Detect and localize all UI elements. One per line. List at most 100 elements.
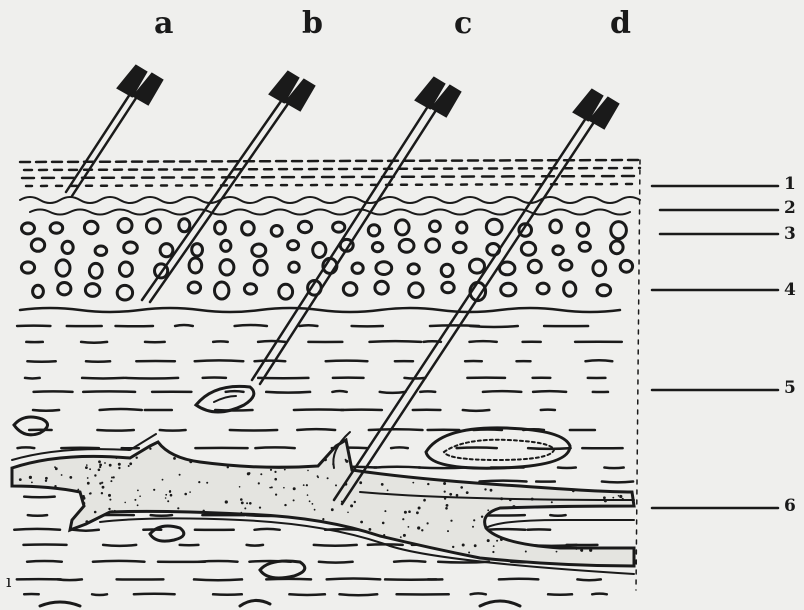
dermis-stroke xyxy=(327,578,381,579)
dermis-stroke xyxy=(548,594,572,595)
stipple-dot xyxy=(589,549,592,552)
stipple-dot xyxy=(82,495,85,498)
cell xyxy=(33,285,44,297)
stipple-dot xyxy=(293,487,296,490)
vessel-needle-c-tip xyxy=(196,386,254,412)
stipple-dot xyxy=(169,491,171,493)
dermis-stroke xyxy=(126,378,179,379)
stipple-dot xyxy=(179,474,181,476)
dermis-stroke xyxy=(319,562,353,563)
stipple-dot xyxy=(403,534,406,537)
dermis-stroke xyxy=(33,410,59,411)
stipple-dot xyxy=(89,468,91,470)
stipple-dot xyxy=(450,520,452,522)
stipple-dot xyxy=(404,511,407,514)
stipple-dot xyxy=(89,492,91,494)
stipple-dot xyxy=(551,501,553,503)
stipple-dot xyxy=(603,496,606,499)
layer-number-3: 3 xyxy=(784,224,796,244)
stipple-dot xyxy=(369,528,372,531)
dermis-stroke xyxy=(25,378,40,379)
cell xyxy=(501,283,516,296)
cell xyxy=(215,221,226,234)
cell xyxy=(95,246,107,255)
stipple-dot xyxy=(447,530,449,532)
needle-label-a: a xyxy=(154,6,173,41)
cell xyxy=(426,239,440,252)
stipple-dot xyxy=(173,457,176,460)
cell xyxy=(252,244,266,256)
stipple-dot xyxy=(258,482,260,484)
cell xyxy=(620,260,632,272)
stipple-dot xyxy=(136,457,138,459)
cell xyxy=(442,282,454,293)
stipple-dot xyxy=(45,480,47,482)
stipple-dot xyxy=(104,462,106,464)
stipple-dot xyxy=(306,484,308,486)
stipple-dot xyxy=(452,546,454,548)
dermis-stroke xyxy=(370,341,422,342)
stipple-dot xyxy=(108,494,111,497)
stipple-dot xyxy=(227,466,229,468)
stipple-dot xyxy=(382,522,385,525)
stipple-dot xyxy=(446,504,449,507)
stipple-dot xyxy=(225,500,228,503)
stipple-dot xyxy=(575,548,577,550)
dermis-stroke xyxy=(194,579,242,580)
stipple-dot xyxy=(124,502,126,504)
stipple-dot xyxy=(612,497,614,499)
dermis-stroke xyxy=(391,447,408,448)
cell xyxy=(146,219,160,233)
stipple-dot xyxy=(531,498,534,501)
stipple-dot xyxy=(474,544,477,547)
cell xyxy=(242,222,255,235)
stipple-dot xyxy=(387,489,389,491)
stipple-dot xyxy=(82,502,85,505)
stipple-dot xyxy=(118,467,120,469)
dermis-stroke xyxy=(100,409,142,410)
cell xyxy=(376,262,392,275)
cell xyxy=(298,221,311,232)
stipple-dot xyxy=(324,458,327,461)
dermis-stroke xyxy=(103,545,136,546)
stipple-dot xyxy=(335,484,337,486)
dermis-stroke xyxy=(160,430,186,431)
stipple-dot xyxy=(259,507,261,509)
stipple-dot xyxy=(487,539,490,542)
dermis-stroke xyxy=(499,579,538,580)
dermis-stroke xyxy=(27,361,55,362)
cell xyxy=(441,264,453,276)
dermis-stroke xyxy=(602,482,633,483)
stipple-dot xyxy=(101,492,103,494)
dermis-stroke xyxy=(528,448,571,449)
cell xyxy=(537,283,549,294)
stipple-dot xyxy=(412,482,414,484)
stipple-dot xyxy=(417,526,420,529)
stipple-dot xyxy=(271,486,273,488)
cell xyxy=(289,262,299,272)
cell xyxy=(179,219,190,232)
cell xyxy=(409,283,423,298)
needle-label-b: b xyxy=(302,6,323,41)
stipple-dot xyxy=(249,502,252,505)
stipple-dot xyxy=(94,474,96,476)
layer-number-5: 5 xyxy=(784,378,796,398)
dermis-stroke xyxy=(226,391,244,392)
stipple-dot xyxy=(408,510,411,513)
stipple-dot xyxy=(400,536,402,538)
stipple-dot xyxy=(322,518,324,520)
stipple-dot xyxy=(87,477,89,479)
stipple-dot xyxy=(133,510,135,512)
dermis-stroke xyxy=(340,594,378,595)
cell xyxy=(117,285,132,300)
stipple-dot xyxy=(69,476,72,479)
stipple-dot xyxy=(167,500,169,502)
corner-mark: ı xyxy=(6,572,11,592)
stipple-dot xyxy=(118,463,121,466)
stipple-dot xyxy=(347,512,349,514)
cell xyxy=(220,260,234,275)
stipple-dot xyxy=(203,510,205,512)
stipple-dot xyxy=(177,507,179,509)
dermis-stroke xyxy=(83,391,135,392)
stipple-dot xyxy=(622,498,624,500)
